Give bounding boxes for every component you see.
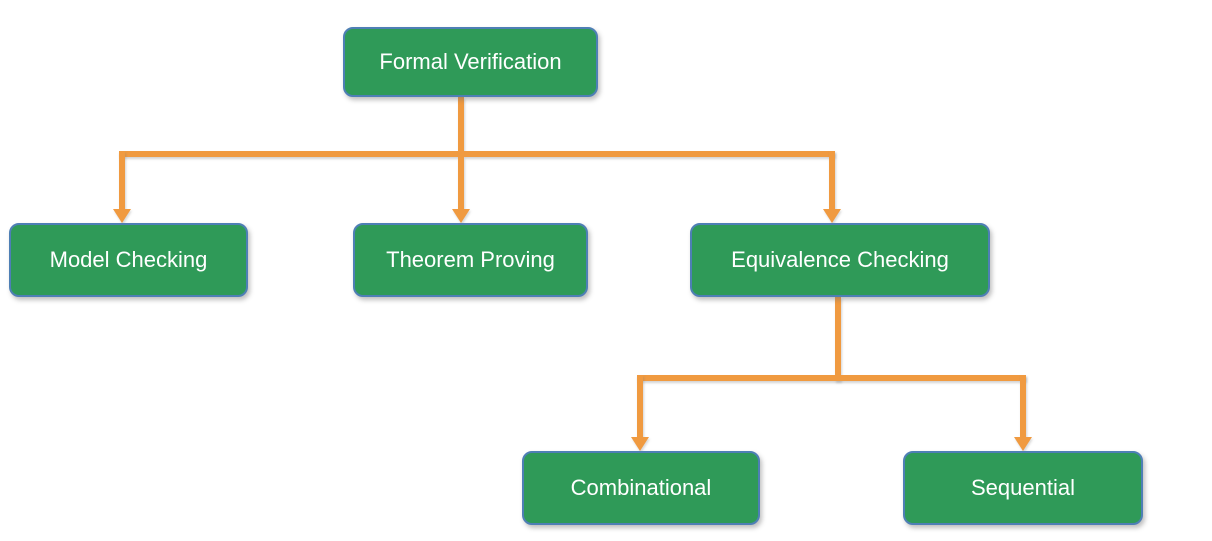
node-label: Sequential (971, 475, 1075, 500)
node-label: Theorem Proving (386, 247, 555, 272)
node-model-checking: Model Checking (9, 223, 248, 297)
edge-equivalence-children-horizontal-line (637, 375, 1026, 381)
edge-root-theorem-proving-line (458, 157, 464, 210)
arrow-down-icon (823, 209, 841, 223)
node-combinational: Combinational (522, 451, 760, 525)
node-label: Formal Verification (379, 49, 562, 74)
edge-root-model-checking-line (119, 151, 125, 210)
arrow-down-icon (113, 209, 131, 223)
edge-root-children-horizontal-line (119, 151, 835, 157)
arrow-down-icon (452, 209, 470, 223)
arrow-down-icon (1014, 437, 1032, 451)
edge-root-stem-line (458, 97, 464, 154)
edge-root-equivalence-checking-line (829, 151, 835, 210)
node-formal-verification: Formal Verification (343, 27, 598, 97)
node-label: Model Checking (49, 247, 208, 272)
node-sequential: Sequential (903, 451, 1143, 525)
node-theorem-proving: Theorem Proving (353, 223, 588, 297)
node-equivalence-checking: Equivalence Checking (690, 223, 990, 297)
node-label: Combinational (570, 475, 712, 500)
edge-equivalence-checking-stem-line (835, 297, 841, 381)
node-label: Equivalence Checking (731, 247, 949, 272)
edge-equivalence-sequential-line (1020, 375, 1026, 437)
edge-equivalence-combinational-line (637, 375, 643, 437)
arrow-down-icon (631, 437, 649, 451)
